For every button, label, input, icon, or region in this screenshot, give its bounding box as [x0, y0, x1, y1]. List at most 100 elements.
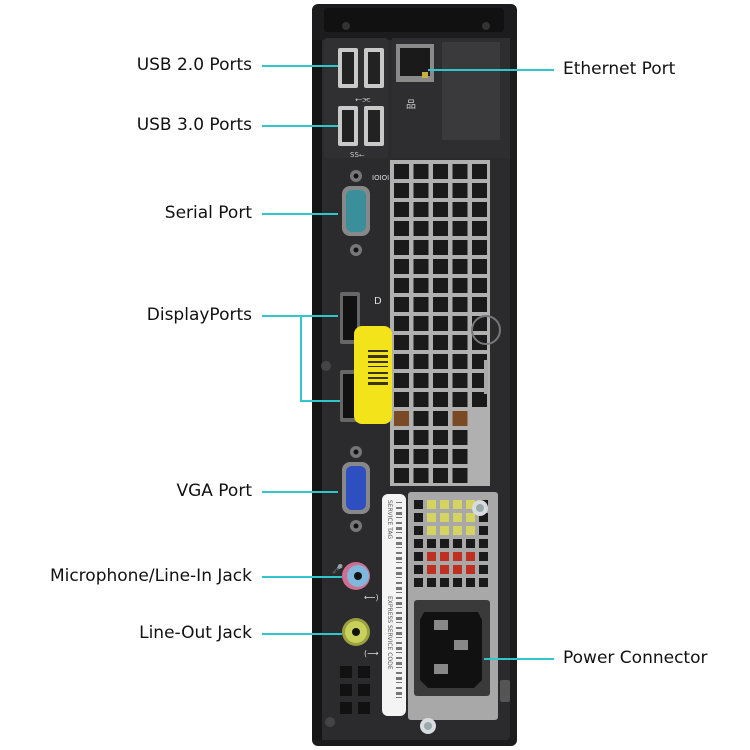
grill-slot: [413, 411, 429, 426]
microphone-icon: 🎤: [332, 563, 343, 575]
grill-slot: [433, 354, 448, 369]
grill-slot: [433, 183, 448, 198]
grill-slot: [413, 449, 429, 464]
grill-slot: [394, 449, 409, 464]
grill-slot: [433, 240, 448, 255]
grill-slot: [472, 259, 487, 274]
tag-barcode-bar: [396, 557, 402, 560]
grill-slot: [394, 392, 409, 407]
displayport-icon: D: [374, 296, 382, 307]
grill-slot: [394, 316, 409, 331]
audio-in-icon: ⟵): [364, 593, 379, 602]
mic-leader: [262, 576, 342, 578]
grill-slot: [433, 278, 448, 293]
psu-grill-slot: [453, 513, 462, 522]
grill-slot: [394, 354, 409, 369]
grill-slot: [413, 202, 429, 217]
tag-barcode-bar: [396, 622, 402, 623]
top-bar: [324, 8, 504, 32]
grill-slot: [394, 221, 409, 236]
vga-leader: [262, 491, 338, 493]
grill-slot: [413, 430, 429, 445]
psu-grill-slot: [427, 526, 436, 535]
psu-grill-slot: [414, 500, 423, 509]
psu-grill-slot: [453, 552, 462, 561]
express-service-code-text: EXPRESS SERVICE CODE: [386, 596, 393, 670]
usb3-port-2: [364, 106, 384, 146]
psu-grill-slot: [440, 552, 449, 561]
ethernet-leader: [428, 69, 554, 71]
service-tag-label: SERVICE TAG EXPRESS SERVICE CODE: [382, 494, 406, 716]
grill-slot: [433, 316, 448, 331]
tag-barcode-bar: [396, 667, 402, 668]
psu-grill-slot: [479, 565, 488, 574]
grill-slot: [433, 468, 448, 483]
tag-barcode-bar: [396, 662, 402, 665]
tag-barcode-bar: [396, 652, 402, 653]
grill-slot: [413, 297, 429, 312]
tag-barcode-bar: [396, 637, 402, 638]
psu-grill-slot: [466, 552, 475, 561]
grill-slot: [394, 430, 409, 445]
grill-slot: [452, 240, 468, 255]
grill-slot: [452, 164, 468, 179]
psu-grill-slot: [453, 565, 462, 574]
psu-grill-slot: [414, 513, 423, 522]
grill-slot: [394, 240, 409, 255]
grill-slot: [452, 202, 468, 217]
label-usb3: USB 3.0 Ports: [136, 115, 252, 135]
tag-barcode-bar: [396, 507, 402, 509]
power-supply: [408, 492, 498, 734]
grill-slot: [452, 373, 468, 388]
grill-slot: [413, 259, 429, 274]
power-leader: [484, 658, 554, 660]
grill-slot: [472, 221, 487, 236]
label-serial: Serial Port: [164, 203, 252, 223]
psu-grill-slot: [479, 513, 488, 522]
barcode: [368, 350, 388, 385]
tag-barcode-bar: [396, 592, 402, 593]
grill-slot: [433, 164, 448, 179]
grill-slot: [433, 449, 448, 464]
tag-barcode-bar: [396, 617, 402, 620]
tag-barcode-bar: [396, 552, 402, 554]
tag-barcode-bar: [396, 517, 402, 518]
psu-grill-slot: [479, 539, 488, 548]
grill-slot: [394, 183, 409, 198]
grill-slot: [394, 411, 409, 426]
grill-slot: [452, 278, 468, 293]
grill-slot: [413, 354, 429, 369]
barcode-bar: [368, 366, 388, 367]
tag-barcode-bar: [396, 532, 402, 533]
psu-grill-slot: [414, 565, 423, 574]
tag-barcode-bar: [396, 537, 402, 539]
label-power: Power Connector: [563, 648, 708, 668]
grill-slot: [452, 221, 468, 236]
barcode-bar: [368, 355, 388, 358]
psu-grill-slot: [427, 565, 436, 574]
grill-slot: [394, 468, 409, 483]
tag-barcode-bar: [396, 502, 402, 503]
tag-barcode-bar: [396, 677, 402, 680]
label-lineout: Line-Out Jack: [139, 623, 252, 643]
grill-slot: [413, 183, 429, 198]
tag-barcode-bar: [396, 657, 402, 659]
grill-slot: [472, 183, 487, 198]
label-vga: VGA Port: [176, 481, 252, 501]
psu-grill-slot: [440, 500, 449, 509]
grill-slot: [452, 411, 468, 426]
psu-grill-slot: [453, 526, 462, 535]
audio-out-icon: (⟶: [364, 649, 379, 658]
grill-slot: [433, 297, 448, 312]
grill-slot: [413, 221, 429, 236]
grill-slot: [394, 259, 409, 274]
tag-barcode-bar: [396, 607, 402, 608]
grill-slot: [452, 335, 468, 350]
grill-slot: [472, 164, 487, 179]
grill-slot: [413, 164, 429, 179]
usb2-port-1: [338, 48, 358, 88]
psu-grill-slot: [414, 578, 423, 587]
tag-barcode-bar: [396, 542, 402, 545]
tag-barcode-bar: [396, 687, 402, 689]
grill-slot: [472, 354, 487, 369]
